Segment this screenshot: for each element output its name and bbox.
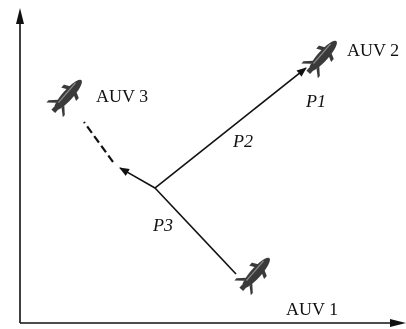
path-junction-to-auv2 [154,67,307,189]
auv3-icon [44,72,91,120]
path-auv1-to-junction [154,187,237,275]
auv2-label: AUV 2 [347,40,399,60]
point-p1-label: P1 [305,91,326,111]
point-p3-label: P3 [152,215,173,235]
point-p2-label: P2 [232,131,253,151]
path-auv3-dashed [83,121,114,163]
auv1-icon [232,250,279,298]
y-axis-arrowhead [16,8,24,24]
auv3-label: AUV 3 [96,86,148,106]
auv1-label: AUV 1 [286,299,338,319]
x-axis-arrowhead [390,319,406,327]
auv2-icon [299,33,346,81]
path-junction-to-auv3 [119,167,156,189]
